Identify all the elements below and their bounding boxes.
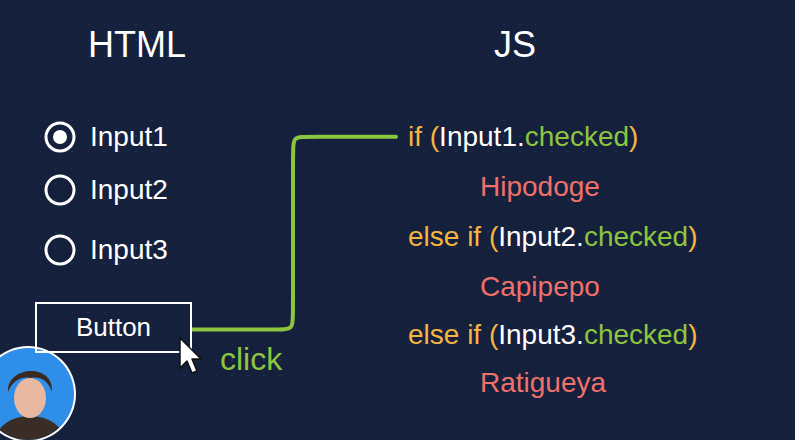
- code-token: else if (: [408, 319, 498, 350]
- radio-button: [46, 176, 74, 204]
- radio-button: [46, 236, 74, 264]
- avatar-body: [0, 416, 64, 440]
- code-token: ): [688, 319, 697, 350]
- result-name: Hipodoge: [480, 170, 600, 204]
- code-token: Input1.: [439, 121, 525, 152]
- column-heading: JS: [494, 23, 536, 66]
- button-box: Button: [35, 302, 192, 353]
- code-token: checked: [584, 221, 688, 252]
- radio-label: Input2: [90, 173, 168, 207]
- click-connector: [192, 137, 396, 330]
- code-token: else if (: [408, 221, 498, 252]
- radio-label: Input3: [90, 233, 168, 267]
- code-token: if (: [408, 121, 439, 152]
- radio-dot: [53, 130, 67, 144]
- radio-button: [46, 123, 74, 151]
- radio-label: Input1: [90, 120, 168, 154]
- code-line: else if (Input2.checked): [408, 220, 698, 254]
- presenter-avatar: [0, 346, 76, 440]
- code-token: ): [629, 121, 638, 152]
- code-token: Input2.: [498, 221, 584, 252]
- code-line: else if (Input3.checked): [408, 318, 698, 352]
- code-token: ): [688, 221, 697, 252]
- result-name: Ratigueya: [480, 366, 606, 400]
- result-name: Capipepo: [480, 270, 600, 304]
- code-token: checked: [584, 319, 688, 350]
- button-label: Button: [76, 312, 151, 343]
- edge-label: click: [220, 340, 282, 378]
- column-heading: HTML: [88, 23, 186, 66]
- code-token: checked: [525, 121, 629, 152]
- avatar-face: [14, 378, 46, 418]
- code-line: if (Input1.checked): [408, 120, 638, 154]
- code-text: if (Input1.checked): [408, 120, 638, 154]
- code-token: Input3.: [498, 319, 584, 350]
- avatar-hair: [8, 371, 52, 392]
